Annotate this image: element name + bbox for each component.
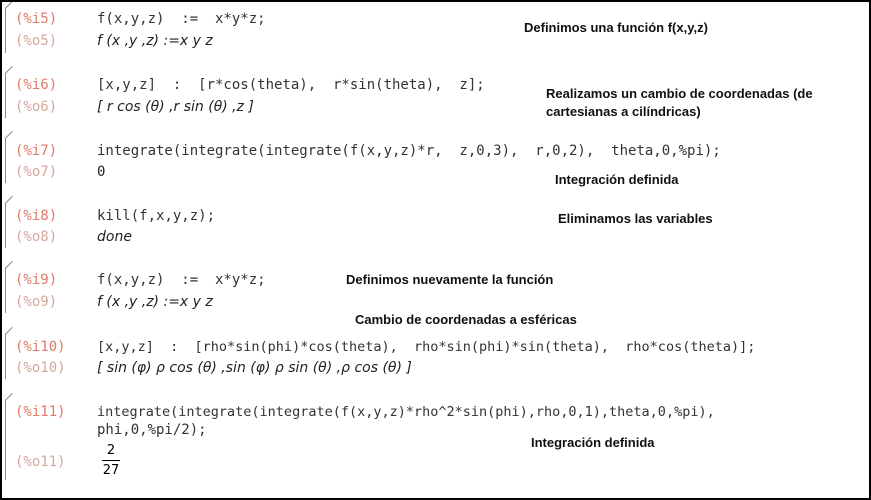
input-label: (%i6) xyxy=(15,77,58,93)
annotation: Cambio de coordenadas a esféricas xyxy=(355,312,577,327)
cell-bracket[interactable] xyxy=(5,203,15,248)
annotation: Integración definida xyxy=(531,435,655,450)
input-label: (%i5) xyxy=(15,11,58,27)
fraction-bar xyxy=(102,460,120,461)
input-label: (%i11) xyxy=(15,404,66,420)
annotation: Definimos una función f(x,y,z) xyxy=(524,20,708,35)
cell-bracket[interactable] xyxy=(5,138,15,183)
input-label: (%i7) xyxy=(15,143,58,159)
annotation: Definimos nuevamente la función xyxy=(346,272,554,287)
cell-bracket[interactable] xyxy=(5,268,15,313)
input-label: (%i10) xyxy=(15,339,66,355)
input-label: (%i8) xyxy=(15,208,58,224)
output-line: done xyxy=(97,229,132,245)
output-label: (%o7) xyxy=(15,164,58,180)
cell-bracket[interactable] xyxy=(5,73,15,118)
annotation: Eliminamos las variables xyxy=(558,211,713,226)
annotation: Integración definida xyxy=(555,172,679,187)
output-label: (%o9) xyxy=(15,294,58,310)
input-line[interactable]: f(x,y,z) := x*y*z; xyxy=(97,11,266,27)
output-line: 0 xyxy=(97,164,106,180)
output-label: (%o8) xyxy=(15,229,58,245)
input-line[interactable]: kill(f,x,y,z); xyxy=(97,208,216,224)
output-line: [ sin (φ) ρ cos (θ) ,sin (φ) ρ sin (θ) ,… xyxy=(97,360,412,376)
output-fraction: 2 27 xyxy=(102,443,120,478)
fraction-numerator: 2 xyxy=(106,443,116,458)
input-line[interactable]: f(x,y,z) := x*y*z; xyxy=(97,272,266,288)
output-label: (%o10) xyxy=(15,360,66,376)
output-label: (%o6) xyxy=(15,99,58,115)
cell-bracket[interactable] xyxy=(5,8,15,53)
input-line[interactable]: [x,y,z] : [rho*sin(phi)*cos(theta), rho*… xyxy=(97,339,756,355)
input-line-continued[interactable]: phi,0,%pi/2); xyxy=(97,422,207,438)
input-line[interactable]: [x,y,z] : [r*cos(theta), r*sin(theta), z… xyxy=(97,77,485,93)
fraction-denominator: 27 xyxy=(102,463,120,478)
annotation: Realizamos un cambio de coordenadas (de … xyxy=(546,86,813,119)
input-line[interactable]: integrate(integrate(integrate(f(x,y,z)*r… xyxy=(97,143,721,159)
output-line: [ r cos (θ) ,r sin (θ) ,z ] xyxy=(97,99,254,115)
output-line: f (x ,y ,z) :=x y z xyxy=(97,33,213,49)
output-label: (%o11) xyxy=(15,454,66,470)
input-label: (%i9) xyxy=(15,272,58,288)
input-line[interactable]: integrate(integrate(integrate(f(x,y,z)*r… xyxy=(97,404,715,420)
output-line: f (x ,y ,z) :=x y z xyxy=(97,294,213,310)
output-label: (%o5) xyxy=(15,33,58,49)
cell-bracket[interactable] xyxy=(5,334,15,379)
cell-bracket[interactable] xyxy=(5,400,15,480)
